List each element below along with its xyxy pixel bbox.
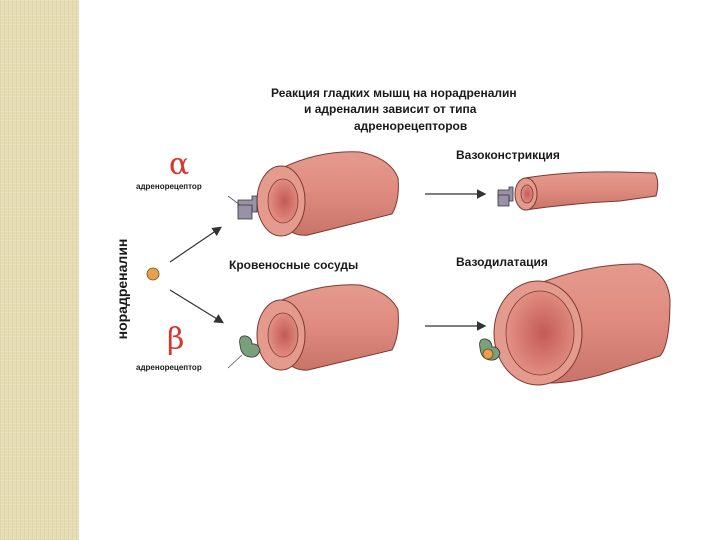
ligand-dot-icon bbox=[482, 348, 494, 360]
alpha-receptor-label: адренорецептор bbox=[136, 182, 202, 191]
ligand-dot-icon bbox=[146, 267, 160, 281]
arrow-icon bbox=[169, 289, 225, 324]
alpha-symbol: α bbox=[169, 147, 190, 182]
title-line-1: Реакция гладких мышц на норадреналин bbox=[271, 86, 517, 100]
leader-line bbox=[227, 195, 241, 206]
vessel-tube-icon bbox=[256, 284, 399, 371]
beta-symbol: β bbox=[167, 322, 185, 357]
beta-receptor-label: адренорецептор bbox=[136, 363, 202, 372]
receptor-icon bbox=[237, 195, 258, 220]
receptor-icon bbox=[497, 186, 514, 207]
vasodilation-label: Вазодилатация bbox=[456, 255, 548, 269]
title-line-2: и адреналин зависит от типа bbox=[304, 102, 477, 116]
side-panel bbox=[0, 0, 79, 540]
vasoconstriction-label: Вазоконстрикция bbox=[456, 148, 560, 162]
receptor-icon bbox=[239, 335, 261, 358]
noradrenaline-vertical-label: норадреналин bbox=[114, 238, 130, 340]
leader-line bbox=[227, 354, 243, 369]
title-line-3: адренорецепторов bbox=[354, 119, 468, 133]
vessel-tube-icon bbox=[256, 151, 399, 237]
vessels-label: Кровеносные сосуды bbox=[229, 258, 359, 272]
arrow-icon bbox=[169, 226, 222, 263]
vessel-tube-icon bbox=[514, 171, 659, 211]
vessel-tube-icon bbox=[493, 263, 671, 386]
